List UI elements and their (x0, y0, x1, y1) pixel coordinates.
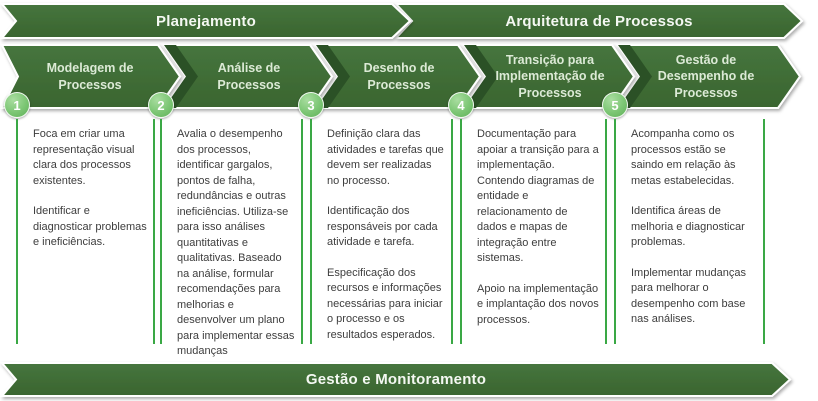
phase-4-paragraph: Apoio na implementação e implantação dos… (477, 282, 599, 326)
step-4-circle: 4 (448, 92, 474, 118)
phase-1-paragraph: Identificar e diagnosticar problemas e i… (33, 205, 147, 248)
phase-1-paragraph: Foca em criar uma representação visual c… (33, 128, 135, 187)
banner-planejamento-shape (0, 3, 412, 39)
phase-4-paragraph: Documentação para apoiar a transição par… (477, 128, 599, 264)
phase-5-paragraph: Identifica áreas de melhoria e diagnosti… (631, 205, 745, 248)
phase-1-description-box: Foca em criar uma representação visual c… (16, 119, 155, 344)
chevron-2-shade-wedge (164, 45, 198, 108)
step-1-circle: 1 (4, 92, 30, 118)
banner-planejamento-label: Planejamento (156, 12, 256, 30)
phase-5-paragraph: Acompanha como os processos estão se sai… (631, 128, 736, 187)
phase-5-description-box: Acompanha como os processos estão se sai… (614, 119, 765, 344)
banner-gestao-shape (0, 362, 792, 397)
step-3-circle: 3 (298, 92, 324, 118)
phase-4-description-box: Documentação para apoiar a transição par… (460, 119, 607, 344)
chevron-1-label: Modelagem de Processos (46, 61, 134, 92)
phase-3-paragraph: Identificação dos responsáveis por cada … (327, 205, 438, 248)
banner-arquitetura-shape (393, 3, 804, 39)
chevron-5-label: Gestão de Desempenho de Processos (657, 52, 755, 100)
step-2-circle: 2 (148, 92, 174, 118)
phase-2-paragraph: Avalia o desempenho dos processos, ident… (177, 128, 295, 357)
banner-gestao-label: Gestão e Monitoramento (305, 371, 487, 388)
phase-3-description-box: Definição clara das atividades e tarefas… (310, 119, 453, 344)
chevron-3-label: Desenho de Processos (363, 61, 435, 92)
chevron-4-shade-wedge (464, 45, 498, 108)
banner-arquitetura-label: Arquitetura de Processos (505, 12, 693, 30)
phase-2-description-box: Avalia o desempenho dos processos, ident… (160, 119, 303, 357)
phase-3-paragraph: Especificação dos recursos e informações… (327, 266, 443, 341)
chevron-4-label: Transição para Implementação de Processo… (495, 52, 605, 100)
chevron-3-shade-wedge (316, 45, 350, 108)
chevron-2-label: Análise de Processos (217, 61, 281, 92)
phase-5-paragraph: Implementar mudanças para melhorar o des… (631, 266, 746, 326)
step-5-circle: 5 (602, 92, 628, 118)
phase-3-paragraph: Definição clara das atividades e tarefas… (327, 128, 444, 187)
chevron-5-shade-wedge (618, 45, 652, 108)
